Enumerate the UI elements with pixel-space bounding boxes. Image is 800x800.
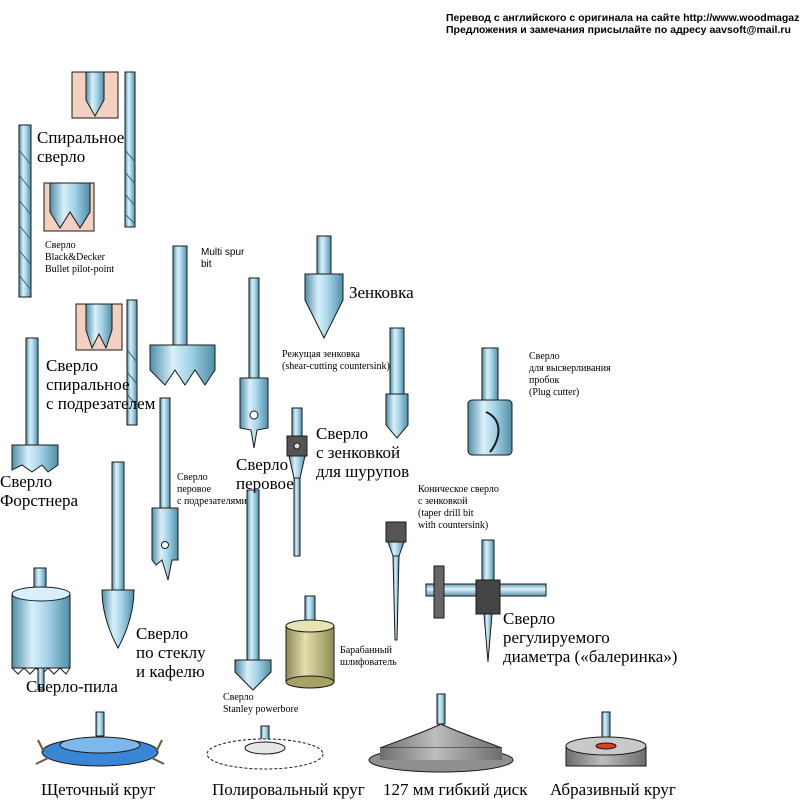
twist-drill-short-icon [124,71,136,228]
label-flexible-disc: 127 мм гибкий диск [383,780,528,799]
flexible-disc-icon [368,693,514,773]
label-hole-saw: Сверло-пила [26,677,118,696]
label-multi-spur: Multi spur bit [201,247,245,270]
plug-cutter-icon [467,347,513,456]
abrasive-wheel-icon [565,711,647,767]
label-taper-drill: Коническое сверло с зенковкой (taper dri… [418,484,499,531]
hole-saw-icon [11,567,71,691]
forstner-bit-icon [11,337,59,473]
twist-drill-long-icon [18,124,32,298]
twist-tip-inset-icon [71,71,119,119]
label-glass-tile: Сверло по стеклу и кафелю [136,624,206,681]
shear-countersink-icon [385,327,409,439]
spade-bit-icon [239,277,269,449]
label-twist-drill: Спиральное сверло [37,128,125,166]
header-contact-line: Предложения и замечания присылайте по ад… [446,24,791,36]
fly-cutter-icon [425,539,547,663]
polishing-wheel-icon [206,725,324,770]
label-polishing-wheel: Полировальный круг [212,780,365,799]
header-source-line: Перевод с английского с оригинала на сай… [446,12,800,24]
label-wire-wheel: Щеточный круг [41,780,156,799]
label-shear-countersink: Режущая зенковка (shear-cutting counters… [282,349,390,372]
powerbore-bit-icon [234,489,272,691]
label-spade-spurs: Сверло перовое с подрезателями [177,472,247,507]
label-spade-bit: Сверло перовое [236,455,294,493]
brad-point-inset-icon [75,303,123,351]
label-screw-countersink: Сверло с зенковкой для шурупов [316,424,410,481]
countersink-icon [304,235,344,340]
brad-point-bit-icon [126,299,138,426]
wire-wheel-icon [35,711,165,767]
label-powerbore: Сверло Stanley powerbore [223,692,299,715]
label-countersink: Зенковка [349,283,414,302]
label-plug-cutter: Сверло для высверливания пробок (Plug cu… [529,351,611,398]
multi-spur-bit-icon [149,245,216,386]
label-abrasive-wheel: Абразивный круг [550,780,676,799]
glass-tile-bit-icon [101,461,135,650]
label-brad-point: Сверло спиральное с подрезателем [46,356,156,413]
label-fly-cutter: Сверло регулируемого диаметра («балеринк… [503,609,678,666]
label-forstner: Сверло Форстнера [0,472,79,510]
taper-drill-icon [385,521,407,641]
bullet-tip-inset-icon [43,182,95,232]
label-drum-sander: Барабанный шлифователь [340,645,397,668]
screw-countersink-bit-icon [286,407,308,557]
label-bullet-pilot: Сверло Black&Decker Bullet pilot-point [45,240,115,275]
drum-sander-icon [285,595,335,689]
spade-bit-spurs-icon [151,397,179,581]
